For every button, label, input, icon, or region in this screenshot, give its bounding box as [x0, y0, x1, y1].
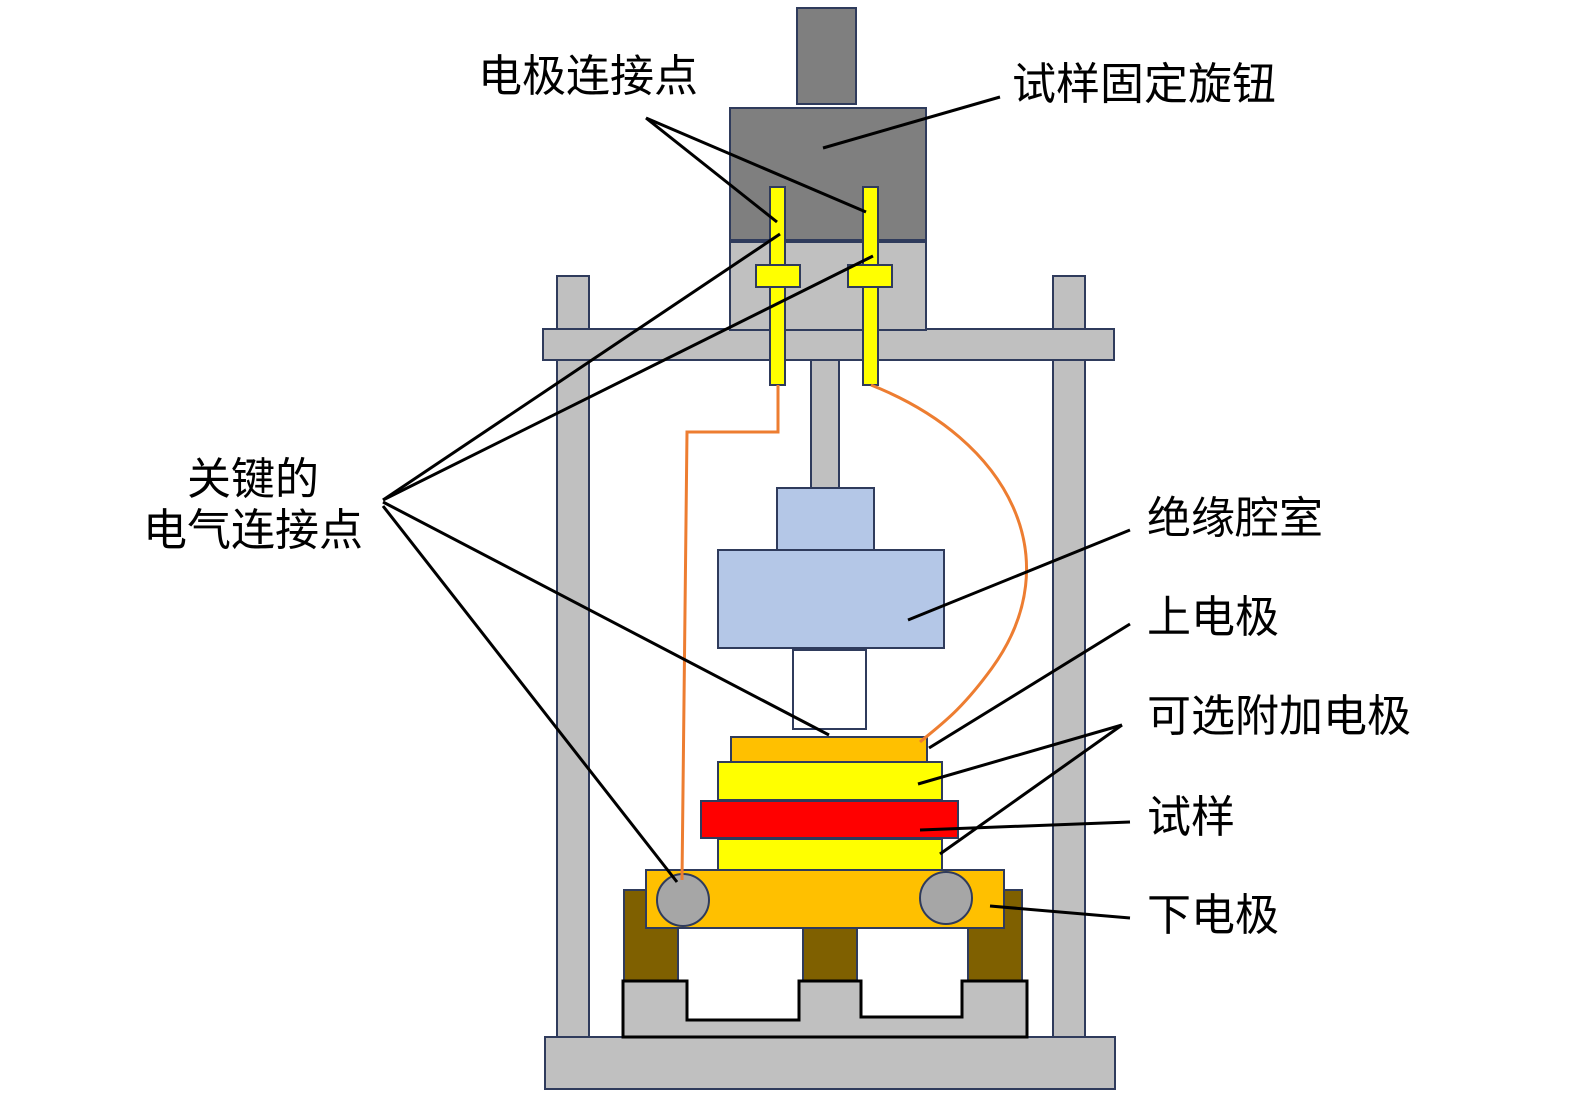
label-insulation-chamber: 绝缘腔室	[1147, 493, 1323, 544]
leader-sample	[919, 820, 1131, 832]
label-electrode-connection: 电极连接点	[478, 51, 698, 102]
leader-upper-electrode	[928, 622, 1131, 750]
optional-electrode-top	[717, 761, 943, 801]
chamber-plunger	[792, 649, 867, 730]
label-key-connection: 关键的 电气连接点	[135, 454, 371, 556]
wire-left	[680, 385, 780, 881]
center-rod	[810, 359, 840, 489]
upper-electrode	[730, 736, 928, 763]
sample-knob	[729, 107, 927, 241]
rod-collar-left	[755, 264, 801, 288]
frame-left-column	[556, 275, 590, 1039]
rod-collar-right	[847, 264, 893, 288]
leader-key-1	[382, 232, 781, 502]
leader-key-3	[382, 500, 830, 737]
label-key-connection-line1: 关键的	[187, 454, 319, 505]
leader-optional-2	[939, 723, 1123, 856]
label-sample-knob: 试样固定旋钮	[1012, 59, 1276, 110]
leader-lower-electrode	[989, 904, 1131, 920]
label-sample: 试样	[1147, 792, 1235, 843]
knob-shaft	[796, 7, 857, 105]
leader-optional-1	[917, 723, 1123, 786]
label-key-connection-line2: 电气连接点	[143, 504, 363, 556]
lower-electrode-contact-left	[656, 873, 710, 927]
leader-chamber	[907, 528, 1131, 622]
base-block	[621, 979, 1029, 1039]
optional-electrode-bottom	[717, 838, 943, 871]
label-lower-electrode: 下电极	[1147, 890, 1279, 941]
lower-electrode-contact-right	[919, 871, 973, 925]
leader-electrode-connection-2	[645, 116, 867, 214]
frame-right-column	[1052, 275, 1086, 1039]
label-upper-electrode: 上电极	[1147, 592, 1279, 643]
leader-key-2	[382, 254, 874, 502]
leader-knob	[822, 95, 1001, 150]
label-optional-electrode: 可选附加电极	[1147, 691, 1411, 742]
sample	[700, 800, 959, 839]
chamber-top	[776, 487, 875, 551]
frame-base	[544, 1036, 1116, 1090]
insulation-chamber	[717, 549, 945, 649]
leader-key-4	[381, 505, 679, 883]
leader-electrode-connection-1	[645, 116, 778, 224]
wire-right	[870, 383, 1028, 744]
